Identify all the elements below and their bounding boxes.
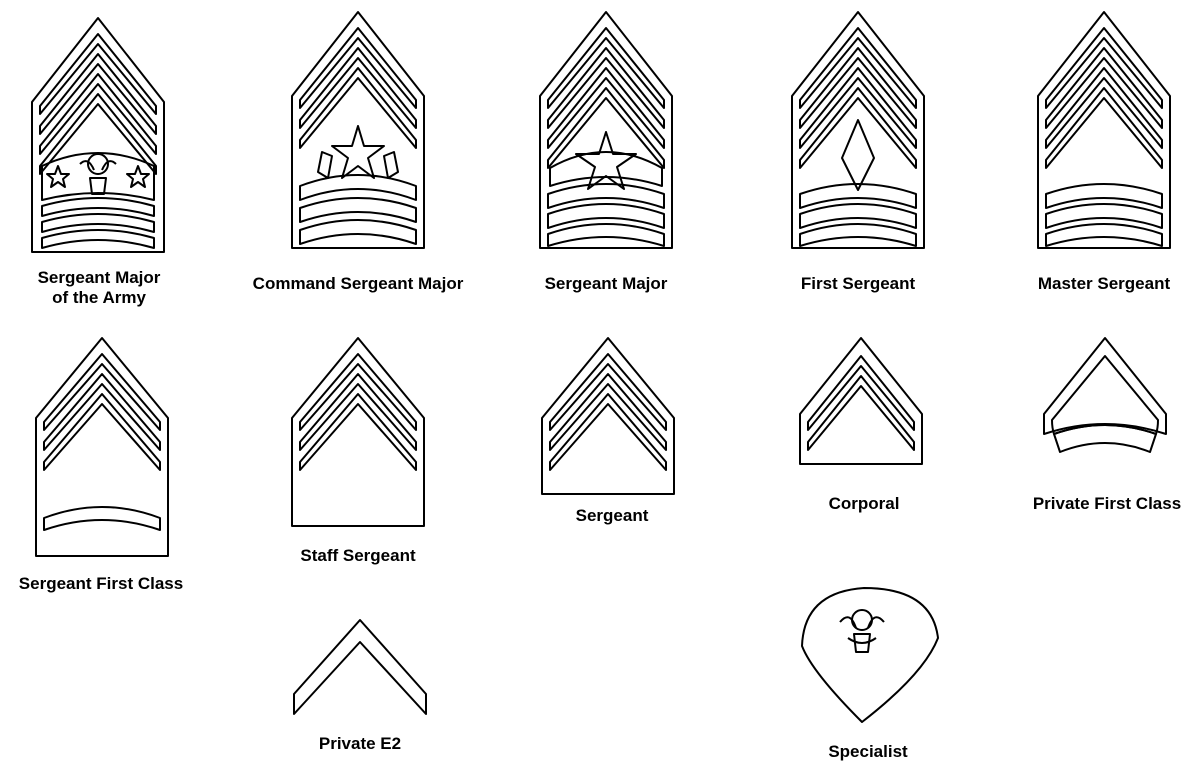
first-sergeant-insignia (788, 8, 928, 258)
command-sergeant-major-insignia (288, 8, 428, 258)
sergeant-major-of-the-army-label: Sergeant Major of the Army (38, 268, 161, 308)
specialist-insignia (796, 582, 946, 732)
private-first-class-label: Private First Class (1033, 494, 1181, 514)
private-first-class-insignia (1040, 334, 1170, 474)
first-sergeant-label: First Sergeant (801, 274, 915, 294)
corporal-label: Corporal (829, 494, 900, 514)
sergeant-insignia (538, 334, 678, 504)
staff-sergeant-insignia (288, 334, 428, 534)
sma-label-line2: of the Army (52, 288, 146, 307)
sergeant-major-label: Sergeant Major (545, 274, 668, 294)
sergeant-major-insignia (536, 8, 676, 258)
staff-sergeant-label: Staff Sergeant (300, 546, 415, 566)
specialist-label: Specialist (828, 742, 907, 762)
sergeant-label: Sergeant (576, 506, 649, 526)
corporal-insignia (796, 334, 926, 474)
sma-label-line1: Sergeant Major (38, 268, 161, 287)
private-e2-label: Private E2 (319, 734, 401, 754)
command-sergeant-major-label: Command Sergeant Major (253, 274, 464, 294)
sergeant-first-class-insignia (32, 334, 172, 564)
master-sergeant-label: Master Sergeant (1038, 274, 1170, 294)
sergeant-major-of-the-army-insignia (28, 14, 168, 264)
master-sergeant-insignia (1034, 8, 1174, 258)
private-e2-insignia (290, 614, 430, 724)
sergeant-first-class-label: Sergeant First Class (19, 574, 183, 594)
